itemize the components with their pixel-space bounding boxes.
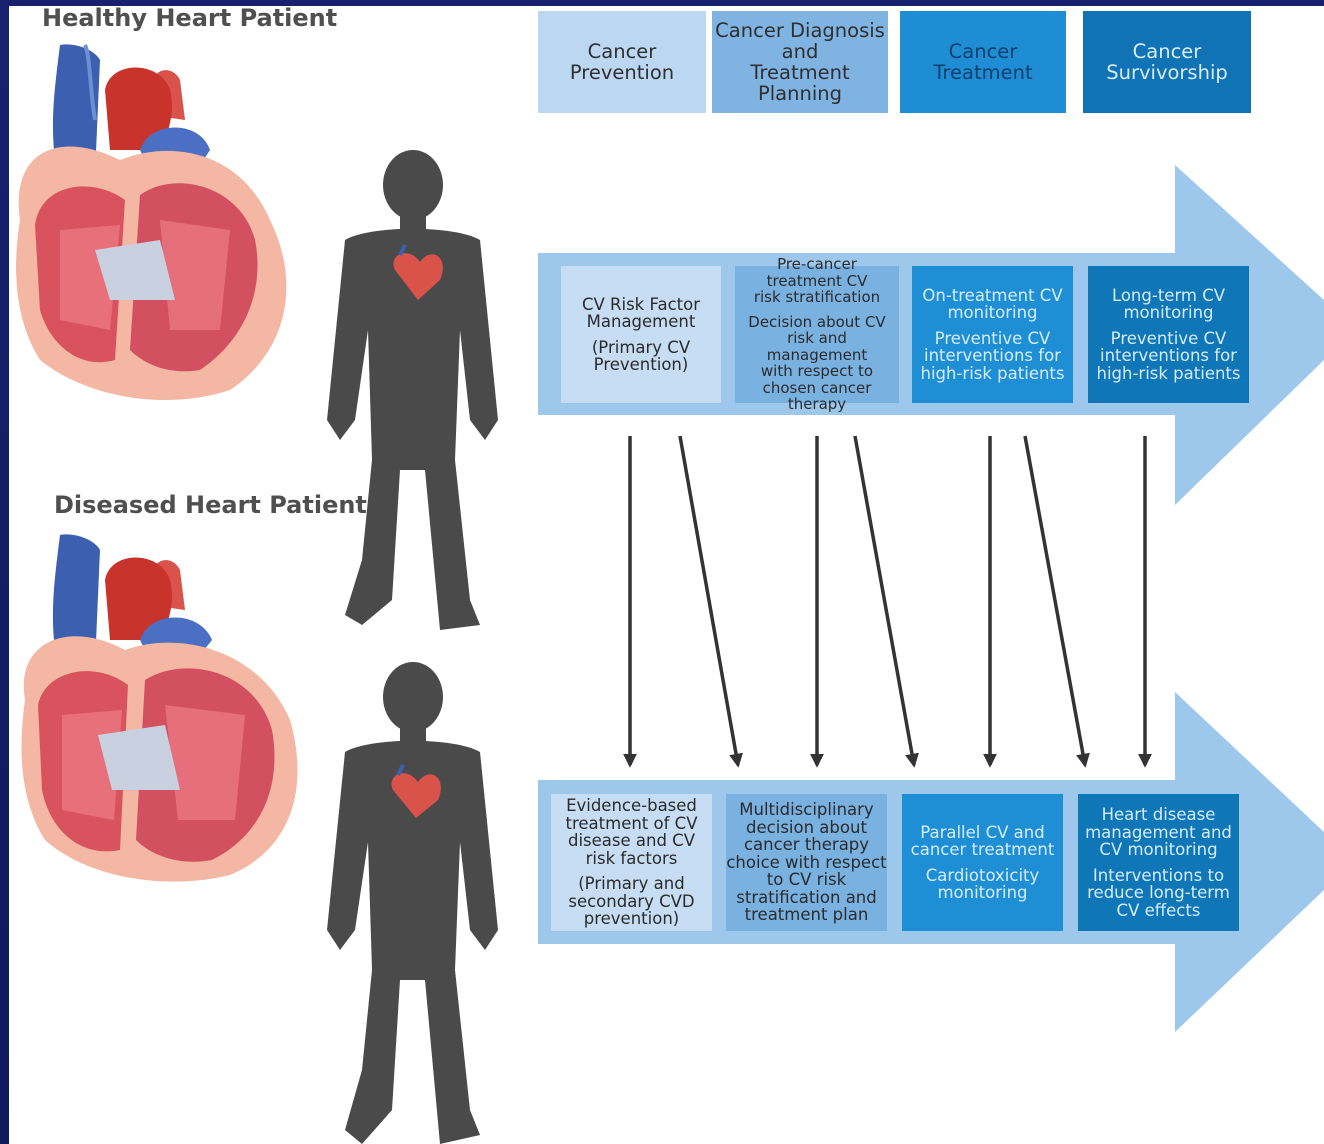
phase-cancer-prevention: Cancer Prevention <box>538 11 706 113</box>
box-primary-text: Parallel CV and cancer treatment <box>911 824 1055 859</box>
box-primary-text: Long-term CV monitoring <box>1112 287 1225 322</box>
healthy-step-risk-factor-management: CV Risk Factor Management (Primary CV Pr… <box>561 266 721 403</box>
phase-cancer-treatment: Cancer Treatment <box>900 11 1066 113</box>
healthy-step-long-term-monitoring: Long-term CV monitoring Preventive CV in… <box>1088 266 1249 403</box>
box-primary-text: CV Risk Factor Management <box>582 296 700 331</box>
box-primary-text: On-treatment CV monitoring <box>922 287 1062 322</box>
box-secondary-text: Decision about CV risk and management wi… <box>735 314 899 413</box>
box-secondary-text: (Primary and secondary CVD prevention) <box>568 875 694 928</box>
box-primary-text: Heart disease management and CV monitori… <box>1085 806 1232 859</box>
phase-cancer-survivorship: Cancer Survivorship <box>1083 11 1251 113</box>
box-secondary-text: Cardiotoxicity monitoring <box>926 867 1040 902</box>
patient-silhouette-bottom <box>327 662 498 1144</box>
box-secondary-text: Interventions to reduce long-term CV eff… <box>1087 867 1230 920</box>
healthy-heart-patient-label: Healthy Heart Patient <box>42 4 337 32</box>
diseased-step-heart-disease-management: Heart disease management and CV monitori… <box>1078 794 1239 931</box>
patient-silhouette-top <box>327 150 498 630</box>
box-secondary-text: Preventive CV interventions for high-ris… <box>920 330 1064 383</box>
box-secondary-text: (Primary CV Prevention) <box>592 339 690 374</box>
phase-diagnosis-planning: Cancer Diagnosis and Treatment Planning <box>712 11 888 113</box>
healthy-heart-illustration <box>16 44 286 400</box>
box-primary-text: Pre-cancer treatment CV risk stratificat… <box>754 256 880 306</box>
healthy-step-on-treatment-monitoring: On-treatment CV monitoring Preventive CV… <box>912 266 1073 403</box>
connector-arrow <box>1025 436 1085 765</box>
diseased-heart-illustration <box>22 534 298 881</box>
diseased-step-multidisciplinary-decision: Multidisciplinary decision about cancer … <box>726 794 887 931</box>
diseased-step-evidence-based-treatment: Evidence-based treatment of CV disease a… <box>551 794 712 931</box>
box-primary-text: Evidence-based treatment of CV disease a… <box>566 797 698 867</box>
connector-arrow <box>855 436 914 765</box>
healthy-step-risk-stratification: Pre-cancer treatment CV risk stratificat… <box>735 266 899 403</box>
box-secondary-text: Preventive CV interventions for high-ris… <box>1096 330 1240 383</box>
connector-arrow <box>680 436 738 765</box>
box-primary-text: Multidisciplinary decision about cancer … <box>726 801 886 924</box>
diseased-step-parallel-treatment: Parallel CV and cancer treatment Cardiot… <box>902 794 1063 931</box>
diseased-heart-patient-label: Diseased Heart Patient <box>54 491 367 519</box>
connector-arrows <box>630 436 1145 765</box>
